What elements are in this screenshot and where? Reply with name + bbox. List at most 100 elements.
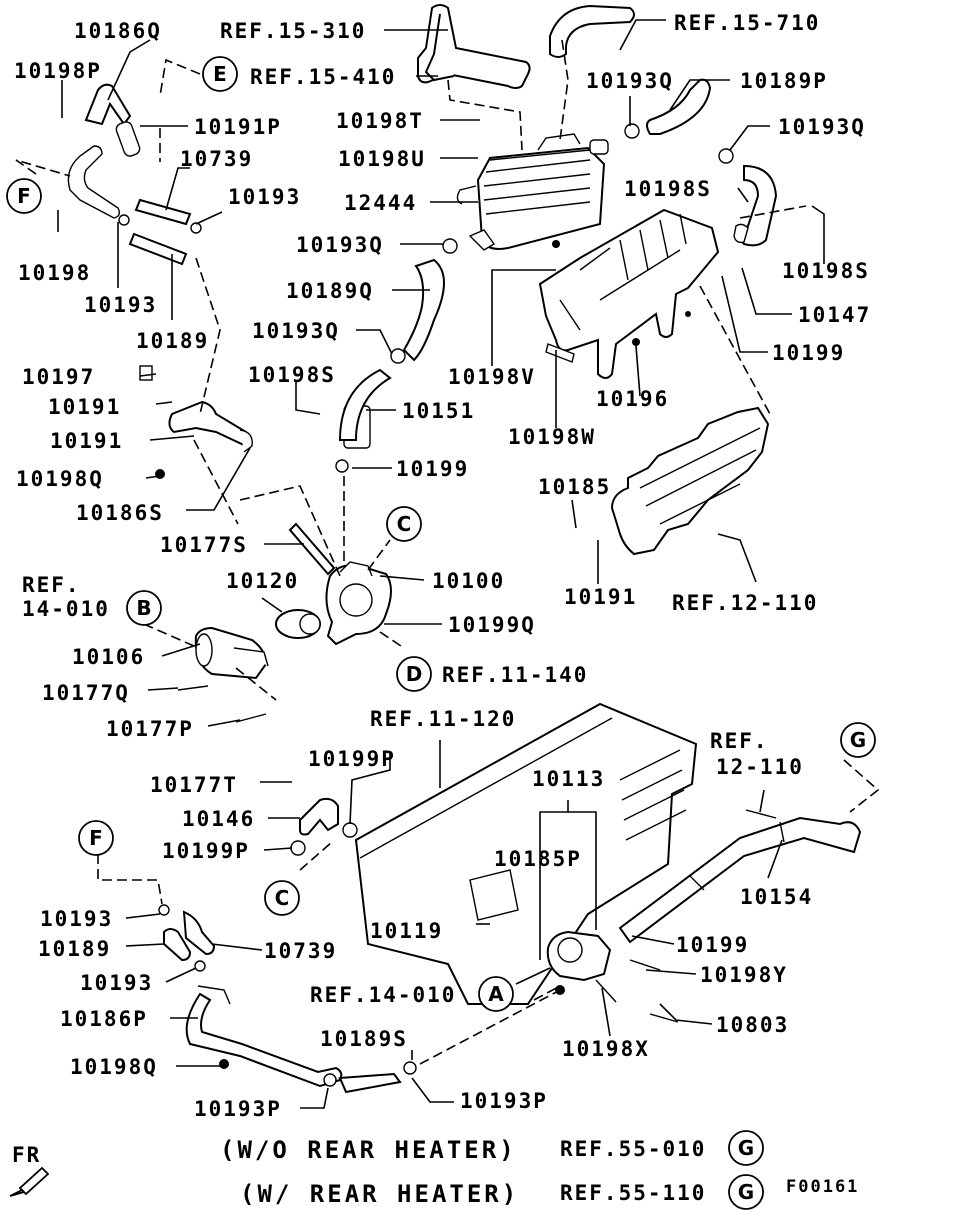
label-10198: 10198 [18,261,91,285]
svg-text:G: G [738,1180,754,1204]
label-10193-left: 10193 [84,293,157,317]
leader-lines [57,19,825,1109]
callout-d: D [396,656,432,692]
label-10154: 10154 [740,885,813,909]
label-10199-c: 10199 [676,933,749,957]
svg-text:F: F [17,184,31,208]
label-10193P-left: 10193P [194,1097,282,1121]
label-10193Q-b: 10193Q [778,115,866,139]
label-10197: 10197 [22,365,95,389]
label-10199-b: 10199 [772,341,845,365]
note-without-ref: REF.55-010 [560,1137,706,1161]
label-10193Q-a: 10193Q [586,69,674,93]
label-ref-15-310: REF.15-310 [220,19,366,43]
callout-c-top: C [386,506,422,542]
label-10189-top: 10189 [136,329,209,353]
note-with-ref: REF.55-110 [560,1181,706,1205]
callout-f-bottom: F [78,820,114,856]
label-10177S: 10177S [160,533,248,557]
svg-text:B: B [136,596,151,620]
label-10100: 10100 [432,569,505,593]
label-10198S-b: 10198S [248,363,336,387]
svg-text:C: C [275,886,290,910]
label-10199P-b: 10199P [162,839,250,863]
label-ref-15-710: REF.15-710 [674,11,820,35]
label-ref-12-110-top: REF.12-110 [672,591,818,615]
label-10193Q-d: 10193Q [252,319,340,343]
label-10120: 10120 [226,569,299,593]
label-10198X: 10198X [562,1037,650,1061]
label-10198P: 10198P [14,59,102,83]
label-ref-14-010-b: REF.14-010 [310,983,456,1007]
label-12444: 12444 [344,191,417,215]
label-ref-11-140: REF.11-140 [442,663,588,687]
label-10186Q: 10186Q [74,19,162,43]
label-10193P-right: 10193P [460,1089,548,1113]
label-10191P: 10191P [194,115,282,139]
label-10193-top: 10193 [228,185,301,209]
part-drawings [67,4,862,1094]
front-label: FR [12,1143,41,1167]
label-10189S: 10189S [320,1027,408,1051]
label-10193-lower-b: 10193 [80,971,153,995]
label-ref-11-120: REF.11-120 [370,707,516,731]
label-10199Q: 10199Q [448,613,536,637]
label-10199P-a: 10199P [308,747,396,771]
figure-code: F00161 [786,1177,859,1197]
label-10198V: 10198V [448,365,536,389]
label-10106: 10106 [72,645,145,669]
label-ref-12-110-b1: REF. [710,729,769,753]
label-10151: 10151 [402,399,475,423]
label-10198T: 10198T [336,109,424,133]
callout-g-note-2: G [728,1174,764,1210]
label-10191-b: 10191 [50,429,123,453]
callout-f-top: F [6,178,42,214]
callout-g-note-1: G [728,1130,764,1166]
note-with-rear-heater: (W/ REAR HEATER) [240,1180,519,1208]
label-10193Q-c: 10193Q [296,233,384,257]
label-10199-a: 10199 [396,457,469,481]
label-10198U: 10198U [338,147,426,171]
dashed-connections [15,39,880,1065]
label-10198S-a: 10198S [624,177,712,201]
callout-b: B [126,590,162,626]
callout-a: A [478,976,514,1012]
label-10189P: 10189P [740,69,828,93]
label-10177Q: 10177Q [42,681,130,705]
label-10803: 10803 [716,1013,789,1037]
label-10189-lower: 10189 [38,937,111,961]
label-10193-lower-a: 10193 [40,907,113,931]
callout-g-right: G [840,722,876,758]
svg-text:G: G [850,728,866,752]
label-10739-top: 10739 [180,147,253,171]
label-10185P: 10185P [494,847,582,871]
svg-text:E: E [213,62,227,86]
label-10113: 10113 [532,767,605,791]
label-10177P: 10177P [106,717,194,741]
label-10186S: 10186S [76,501,164,525]
label-ref-15-410: REF.15-410 [250,65,396,89]
label-10185: 10185 [538,475,611,499]
svg-text:F: F [89,826,103,850]
label-10146: 10146 [182,807,255,831]
label-10189Q: 10189Q [286,279,374,303]
label-10198W: 10198W [508,425,596,449]
label-10198Y: 10198Y [700,963,788,987]
label-10119: 10119 [370,919,443,943]
label-10191-c: 10191 [564,585,637,609]
svg-text:D: D [406,662,423,686]
callout-e: E [202,56,238,92]
label-10198Q-lower: 10198Q [70,1055,158,1079]
label-10147: 10147 [798,303,871,327]
label-10177T: 10177T [150,773,238,797]
svg-text:A: A [488,982,504,1006]
callout-c-bottom: C [264,880,300,916]
front-arrow-icon [9,1166,50,1197]
note-without-rear-heater: (W/O REAR HEATER) [220,1136,517,1164]
callouts: E F C B D F C A [6,56,876,1210]
label-10198S-c: 10198S [782,259,870,283]
label-10191-a: 10191 [48,395,121,419]
label-10196: 10196 [596,387,669,411]
label-10198Q-top: 10198Q [16,467,104,491]
